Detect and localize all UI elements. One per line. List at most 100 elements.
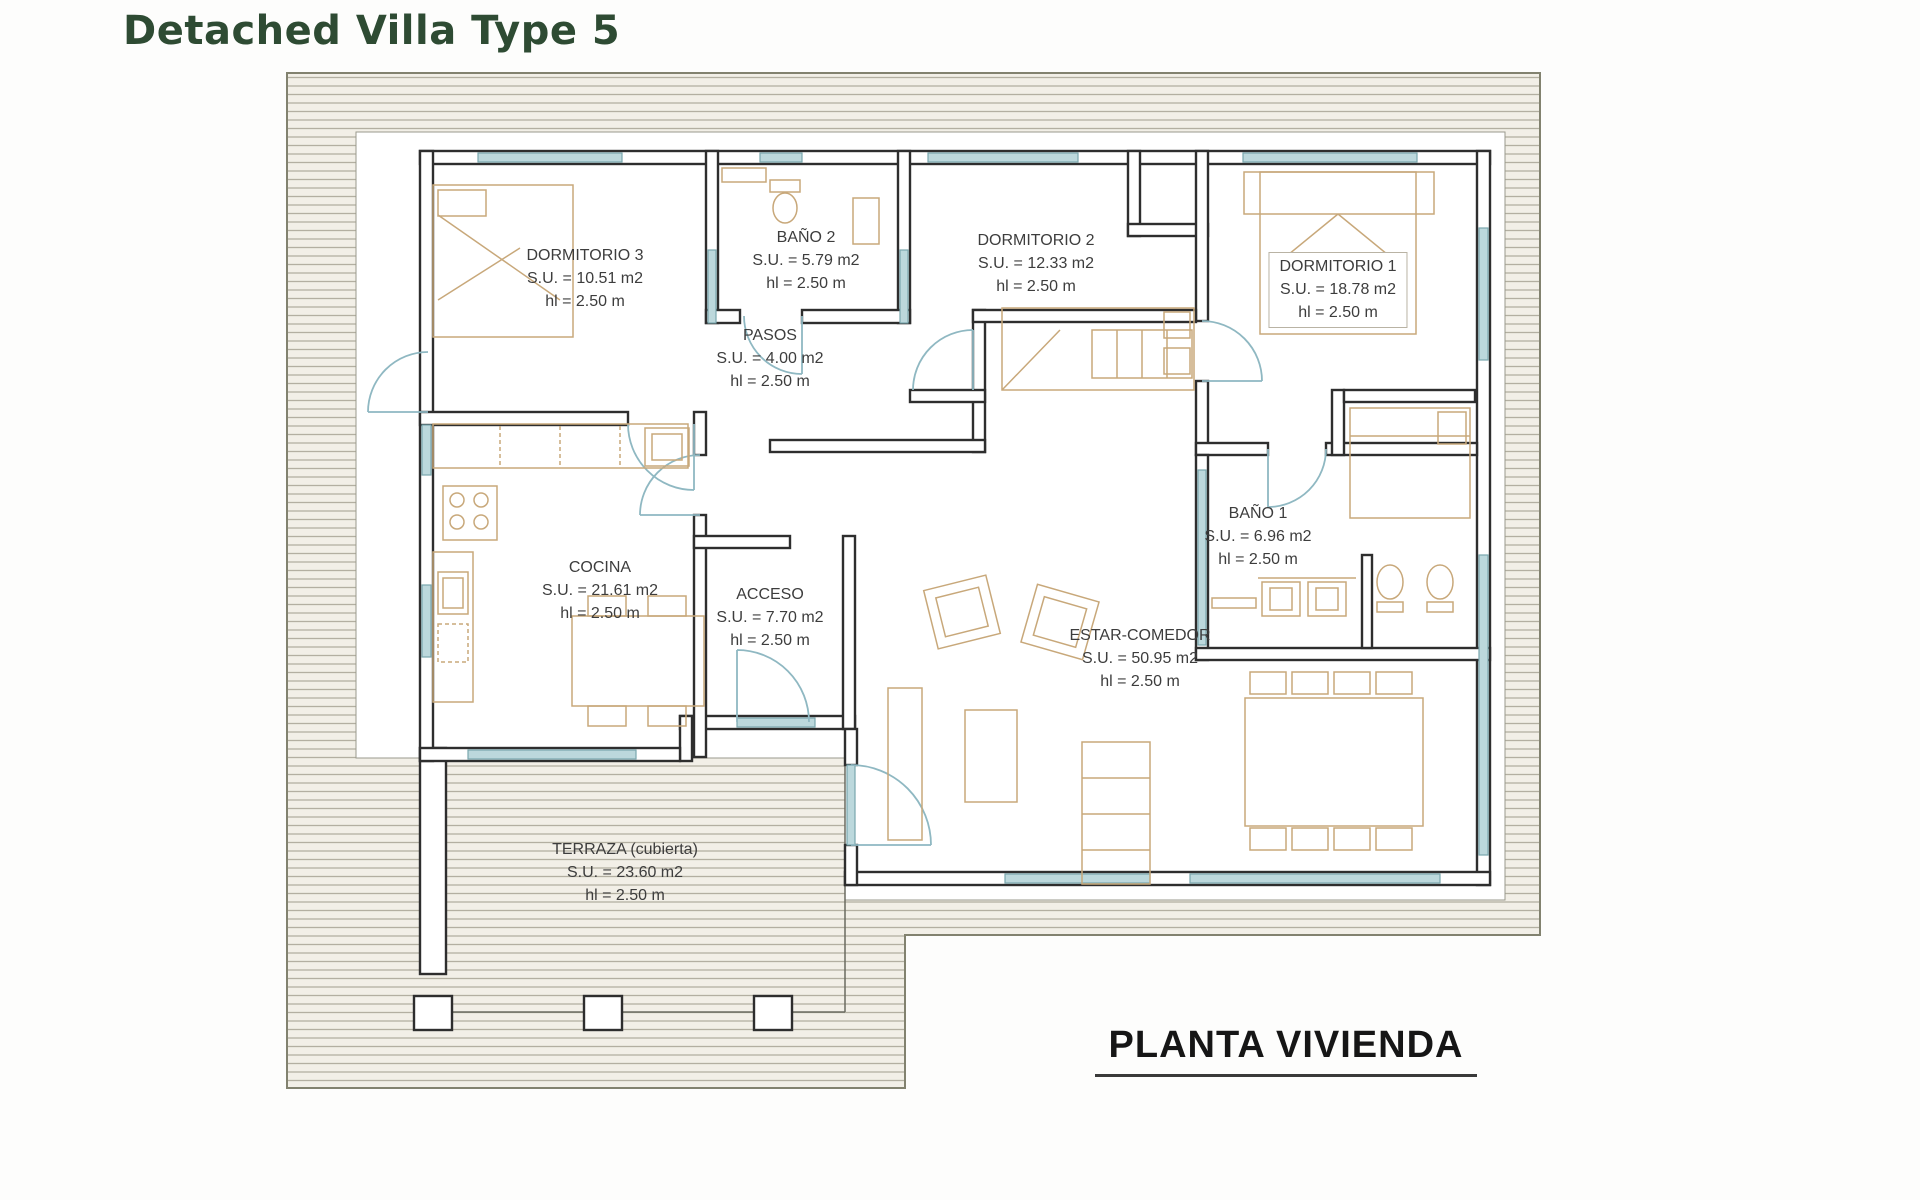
room-area: S.U. = 6.96 m2	[1204, 528, 1312, 546]
room-label-dormitorio-3: DORMITORIO 3 S.U. = 10.51 m2 hl = 2.50 m	[526, 244, 643, 314]
coffee-table	[964, 709, 1018, 803]
room-label-estar-comedor: ESTAR-COMEDOR S.U. = 50.95 m2 hl = 2.50 …	[1069, 624, 1210, 694]
door-dorm1	[1201, 320, 1263, 382]
room-ceiling-height: hl = 2.50 m	[766, 275, 846, 293]
wall-estar-terrace	[843, 843, 859, 887]
door-dorm2	[912, 329, 974, 391]
room-ceiling-height: hl = 2.50 m	[730, 632, 810, 650]
wall-bano1-top	[1324, 441, 1479, 457]
room-area: S.U. = 10.51 m2	[526, 270, 644, 288]
wall-dorm1-closet	[1330, 388, 1346, 457]
room-name: DORMITORIO 2	[977, 232, 1095, 249]
glazing-dorm3-bano2	[707, 249, 717, 324]
kitchen-counter	[432, 423, 690, 469]
room-ceiling-height: hl = 2.50 m	[1100, 673, 1180, 691]
window-dorm3-top	[477, 152, 623, 163]
room-area: S.U. = 50.95 m2	[1081, 650, 1199, 668]
room-name: PASOS	[743, 327, 797, 344]
toilet-bano1	[1376, 564, 1404, 613]
bed-dorm3	[432, 184, 574, 338]
furniture	[432, 167, 1471, 885]
room-label-bano-2: BAÑO 2 S.U. = 5.79 m2 hl = 2.50 m	[752, 226, 859, 296]
room-name: ACCESO	[736, 586, 804, 603]
wall-dorm3-bottom	[418, 410, 630, 427]
door-bano1	[1267, 448, 1327, 508]
room-area: S.U. = 23.60 m2	[566, 864, 684, 882]
window-bano2-top	[759, 152, 803, 163]
kitchen-stove	[442, 485, 498, 541]
door-bano2	[743, 315, 803, 375]
bano1-fixtures	[1211, 564, 1454, 617]
room-name: BAÑO 1	[1228, 505, 1288, 522]
window-left-upper	[421, 424, 432, 476]
window-estar-bottom-1	[1004, 873, 1151, 884]
room-label-acceso: ACCESO S.U. = 7.70 m2 hl = 2.50 m	[716, 583, 823, 653]
wall-estar-terrace	[843, 727, 859, 767]
room-name: COCINA	[568, 559, 632, 576]
room-name: DORMITORIO 3	[526, 247, 644, 264]
door-entry	[736, 649, 810, 723]
room-area: S.U. = 18.78 m2	[1279, 281, 1397, 299]
room-ceiling-height: hl = 2.50 m	[560, 605, 640, 623]
wall-bano1-divider	[1360, 553, 1374, 650]
wall-bano1-bottom	[1194, 646, 1492, 662]
window-left-lower	[421, 584, 432, 658]
wall-pasos-right	[971, 308, 987, 454]
room-name: TERRAZA (cubierta)	[552, 841, 698, 858]
bidet-bano1	[1426, 564, 1454, 613]
window-estar-bottom-2	[1189, 873, 1441, 884]
sofa	[1081, 741, 1151, 885]
kitchen-sink-counter	[432, 551, 474, 703]
kitchen-table	[571, 595, 705, 727]
shelf-bano1	[1211, 597, 1257, 609]
door-terrace-glass	[846, 764, 856, 846]
terrace-pillar	[412, 994, 454, 1032]
room-ceiling-height: hl = 2.50 m	[1218, 551, 1298, 569]
dining-table	[1244, 671, 1424, 851]
window-estar-right	[1478, 554, 1489, 856]
room-ceiling-height: hl = 2.50 m	[996, 278, 1076, 296]
wall-acceso-top	[692, 534, 792, 550]
room-name: DORMITORIO 1	[1279, 258, 1397, 275]
room-label-pasos: PASOS S.U. = 4.00 m2 hl = 2.50 m	[716, 324, 823, 394]
room-label-terraza: TERRAZA (cubierta) S.U. = 23.60 m2 hl = …	[552, 838, 698, 908]
armchair	[922, 574, 1002, 650]
terrace-pillar	[582, 994, 624, 1032]
room-label-bano-1: BAÑO 1 S.U. = 6.96 m2 hl = 2.50 m	[1204, 502, 1311, 572]
wall-hall-top	[971, 308, 1198, 324]
sink-bano2	[721, 167, 767, 183]
window-dorm2-top	[927, 152, 1079, 163]
terrace-pillar	[752, 994, 794, 1032]
door-entry-sill	[736, 717, 816, 728]
wall-dorm1-left	[1194, 149, 1210, 323]
glazing-bano1	[1197, 469, 1207, 646]
door-left-exterior	[367, 351, 429, 413]
window-kitchen-bottom	[467, 749, 637, 760]
room-area: S.U. = 4.00 m2	[716, 350, 824, 368]
wall-pasos-estar	[768, 438, 987, 454]
wall-dorm2-bottom	[908, 388, 987, 404]
wall-bano1-top	[1194, 441, 1270, 457]
wall-acceso-right	[841, 534, 857, 731]
wall-bano2-bottom	[800, 308, 912, 325]
room-area: S.U. = 5.79 m2	[752, 252, 860, 270]
hall-closet	[1091, 329, 1193, 379]
window-dorm1-right	[1478, 227, 1489, 361]
room-area: S.U. = 7.70 m2	[716, 609, 824, 627]
wall-corridor	[692, 410, 708, 457]
door-terrace	[850, 764, 932, 846]
bed-dorm2	[1001, 307, 1195, 391]
room-name: BAÑO 2	[776, 229, 836, 246]
room-ceiling-height: hl = 2.50 m	[545, 293, 625, 311]
room-area: S.U. = 21.61 m2	[541, 582, 659, 600]
room-area: S.U. = 12.33 m2	[977, 255, 1095, 273]
doors	[367, 315, 1327, 846]
terrace-pillar-column	[418, 746, 448, 976]
tv-unit	[887, 687, 923, 841]
room-ceiling-height: hl = 2.50 m	[730, 373, 810, 391]
door-panel-bano2	[852, 197, 880, 245]
plan-caption: PLANTA VIVIENDA	[1095, 1024, 1477, 1077]
room-label-dormitorio-1: DORMITORIO 1 S.U. = 18.78 m2 hl = 2.50 m	[1268, 252, 1408, 328]
